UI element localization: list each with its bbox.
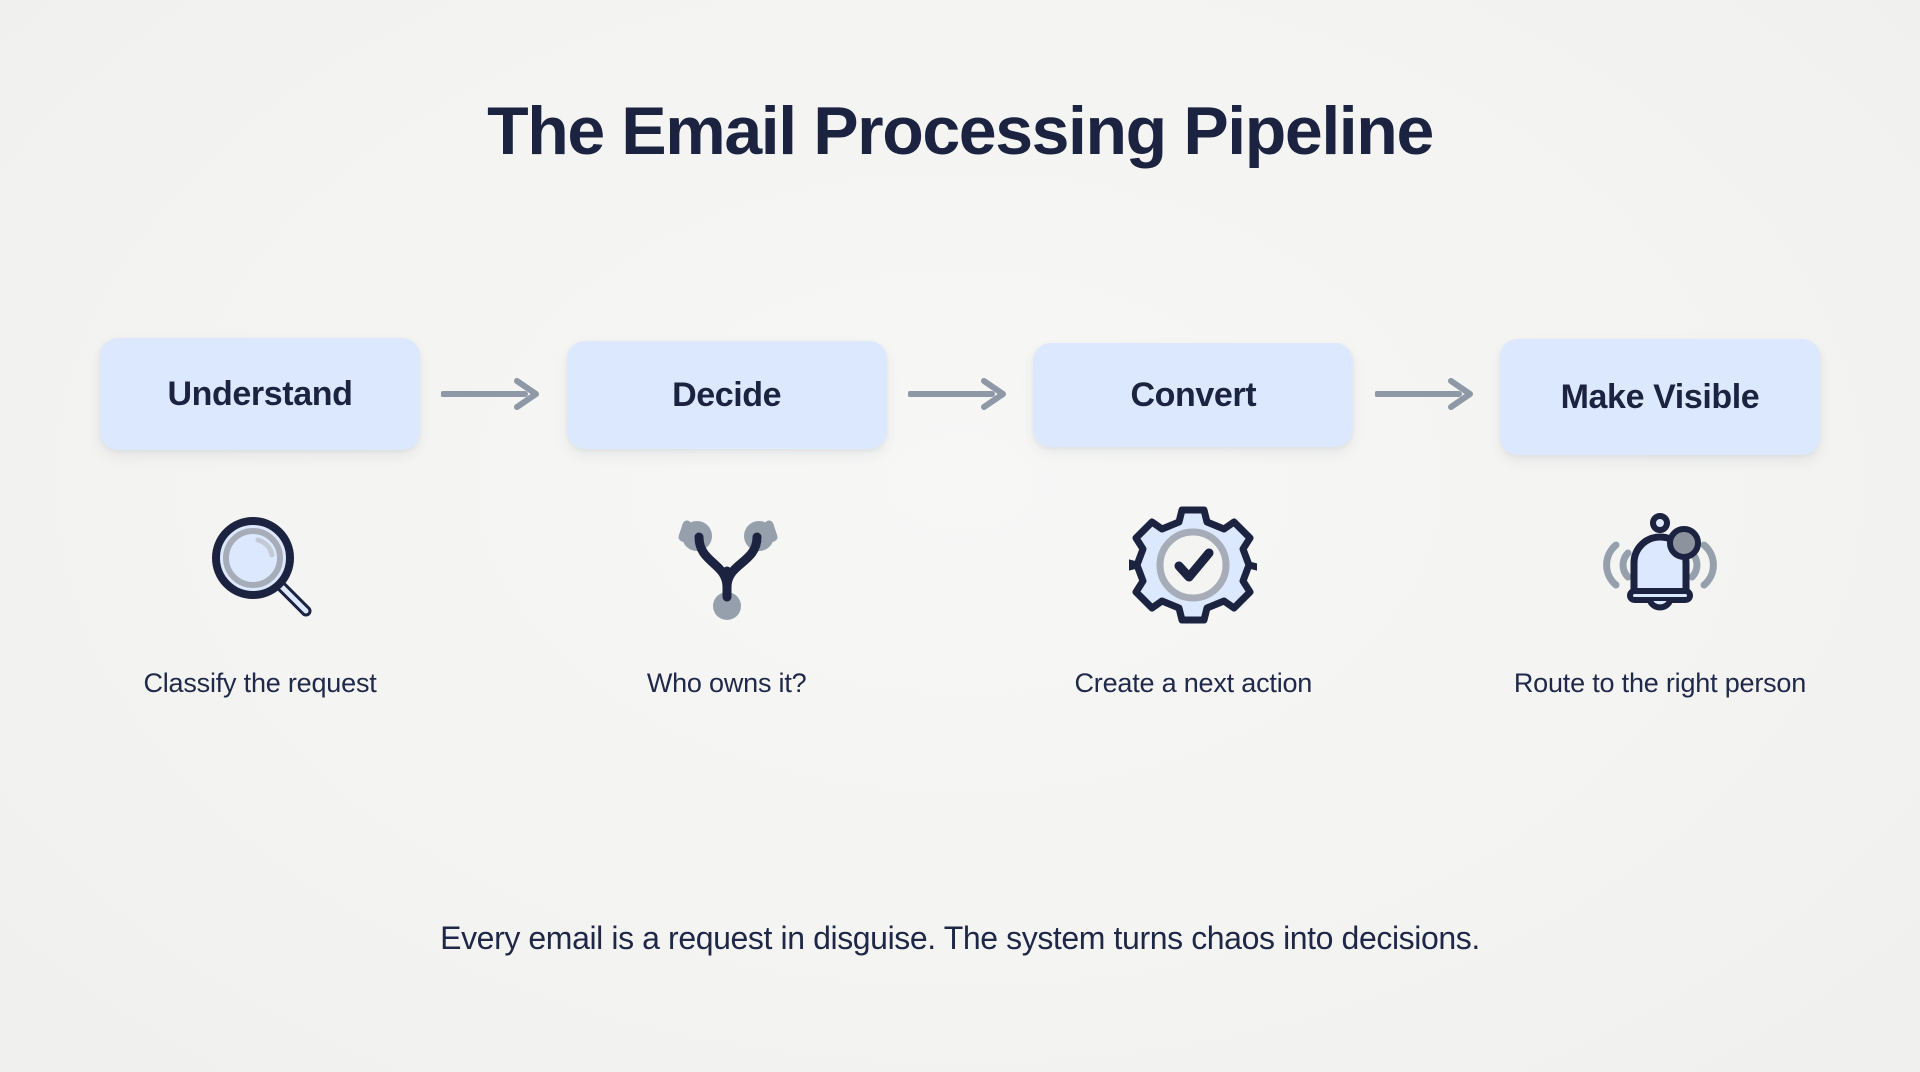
caption-understand: Classify the request	[143, 668, 377, 698]
detail-col-make-visible: Route to the right person	[1500, 500, 1820, 699]
arrow-right-icon	[1374, 377, 1479, 411]
page-title: The Email Processing Pipeline	[487, 93, 1434, 169]
arrow-right-icon	[907, 377, 1012, 411]
magnifier-icon	[196, 500, 324, 630]
arrow-right-icon	[441, 377, 545, 411]
caption-convert: Create a next action	[1074, 668, 1313, 698]
connector-3	[1372, 338, 1482, 450]
detail-col-understand: Classify the request	[100, 500, 420, 699]
detail-col-convert: Create a next action	[1033, 500, 1353, 699]
caption-make-visible: Route to the right person	[1513, 668, 1807, 698]
caption-decide: Who owns it?	[646, 668, 807, 698]
connector-1	[438, 338, 548, 450]
footer-text: Every email is a request in disguise. Th…	[440, 920, 1480, 956]
stage-box-decide[interactable]: Decide	[566, 341, 887, 449]
stage-box-understand[interactable]: Understand	[100, 338, 420, 450]
stage-label-decide: Decide	[672, 375, 782, 414]
stage-box-convert[interactable]: Convert	[1033, 343, 1354, 447]
pipeline-row: Understand Decide Convert	[100, 338, 1820, 468]
bell-ringing-icon	[1590, 500, 1730, 630]
branch-fork-icon	[663, 500, 791, 630]
connector-2	[905, 338, 1015, 450]
detail-row: Classify the request	[100, 500, 1820, 699]
stage-box-make-visible[interactable]: Make Visible	[1499, 339, 1820, 455]
stage-label-convert: Convert	[1130, 375, 1257, 414]
stage-label-understand: Understand	[167, 374, 353, 413]
gear-check-icon	[1129, 500, 1258, 630]
detail-col-decide: Who owns it?	[567, 500, 887, 699]
stage-label-make-visible: Make Visible	[1560, 377, 1760, 416]
